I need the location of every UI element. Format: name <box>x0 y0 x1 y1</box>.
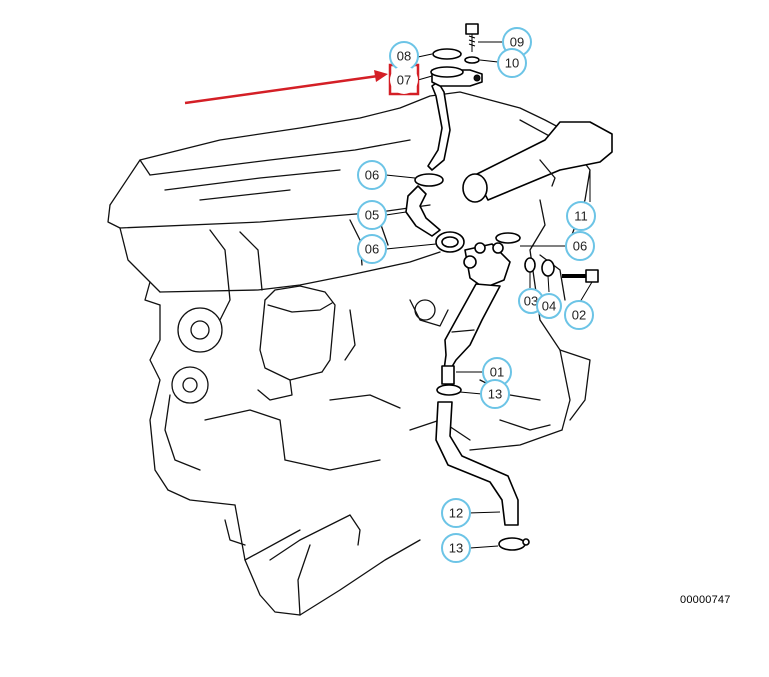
fitting-housing <box>463 242 511 289</box>
part-07-guide-tube <box>427 66 483 171</box>
part-13-clamp-upper <box>436 384 462 396</box>
part-05-hose <box>405 185 441 237</box>
part-09-bolt <box>465 23 479 52</box>
part-04-washer <box>541 259 555 277</box>
part-08-seal-ring <box>432 48 462 60</box>
callout-13-upper[interactable]: 13 <box>480 379 510 409</box>
part-11-vent-pipe <box>462 121 613 203</box>
svg-text:05: 05 <box>365 208 379 223</box>
part-03-washer <box>524 257 536 273</box>
svg-text:11: 11 <box>574 209 588 224</box>
callout-04[interactable]: 04 <box>536 293 562 319</box>
svg-text:09: 09 <box>510 35 524 50</box>
callout-05[interactable]: 05 <box>357 200 387 230</box>
part-01-tube-lower <box>443 283 501 371</box>
part-06-clamp-upper <box>414 173 444 187</box>
svg-text:02: 02 <box>572 308 586 323</box>
svg-text:13: 13 <box>488 387 502 402</box>
highlight-arrow <box>184 70 388 105</box>
part-02-bolt <box>562 269 599 283</box>
leader-lines <box>385 41 593 549</box>
svg-text:06: 06 <box>365 242 379 257</box>
svg-text:06: 06 <box>365 168 379 183</box>
callout-06-upper[interactable]: 06 <box>357 160 387 190</box>
svg-text:01: 01 <box>490 365 504 380</box>
part-13-clamp-lower <box>498 537 530 551</box>
callout-07[interactable]: 07 <box>390 66 418 94</box>
callout-02[interactable]: 02 <box>564 300 594 330</box>
svg-text:06: 06 <box>573 239 587 254</box>
callout-11[interactable]: 11 <box>566 201 596 231</box>
callout-08[interactable]: 08 <box>389 41 419 71</box>
callout-06-middle[interactable]: 06 <box>357 234 387 264</box>
callout-10[interactable]: 10 <box>497 48 527 78</box>
svg-text:04: 04 <box>542 299 556 314</box>
part-06-clamp-middle <box>435 231 465 253</box>
svg-text:07: 07 <box>397 73 411 88</box>
svg-text:13: 13 <box>449 541 463 556</box>
part-01-hose <box>441 365 455 385</box>
svg-text:08: 08 <box>397 49 411 64</box>
svg-text:12: 12 <box>449 506 463 521</box>
part-12-hose <box>435 401 519 526</box>
part-06-clamp-right <box>495 232 521 244</box>
svg-text:10: 10 <box>505 56 519 71</box>
callout-12[interactable]: 12 <box>441 498 471 528</box>
callout-13-lower[interactable]: 13 <box>441 533 471 563</box>
callout-06-right[interactable]: 06 <box>565 231 595 261</box>
diagram-reference-code: 00000747 <box>680 594 731 606</box>
part-10-washer <box>464 56 480 64</box>
svg-text:03: 03 <box>524 294 538 309</box>
